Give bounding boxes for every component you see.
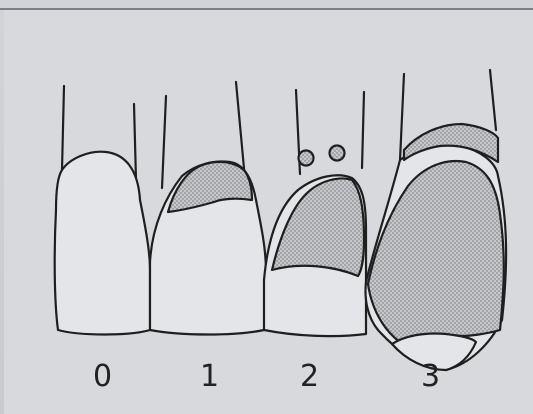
tooth-1-root-left — [162, 96, 166, 188]
tooth-2-root-right — [362, 92, 364, 168]
tooth-2 — [264, 90, 366, 336]
tooth-2-pulp-exposure-dot-right — [330, 146, 345, 161]
tooth-0 — [55, 86, 150, 335]
label-2: 2 — [300, 362, 319, 392]
tooth-0-root-right — [134, 104, 136, 180]
tooth-2-lesion — [272, 179, 364, 276]
tooth-2-pulp-exposure-dot-left — [299, 151, 314, 166]
tooth-1 — [150, 82, 266, 335]
label-3: 3 — [421, 362, 440, 392]
tooth-3 — [366, 70, 507, 370]
label-1: 1 — [200, 362, 219, 392]
tooth-0-root-left — [62, 86, 64, 170]
tooth-3-root-left — [400, 74, 404, 160]
tooth-3-root-right — [490, 70, 496, 130]
tooth-3-lesion — [368, 161, 504, 342]
label-0: 0 — [93, 362, 112, 392]
tooth-0-crown — [55, 152, 150, 335]
